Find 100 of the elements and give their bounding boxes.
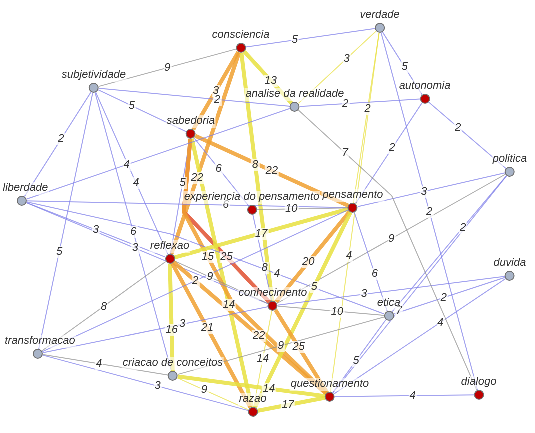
connector-line	[98, 90, 187, 132]
connector-line	[354, 212, 388, 312]
edge-label: 13	[264, 74, 278, 87]
connector-line	[168, 264, 175, 372]
edge-label: 9	[163, 62, 172, 74]
connector-line	[98, 88, 290, 107]
connector-line	[392, 175, 508, 313]
node-label: subjetividade	[60, 69, 128, 82]
edge-label: 5	[400, 61, 409, 74]
edge-label: 2	[364, 103, 372, 116]
edge-label: 5	[310, 280, 319, 293]
edge-label: 17	[254, 228, 269, 240]
edge-label: 5	[178, 176, 187, 189]
connector-line	[242, 50, 294, 105]
connector-line	[393, 277, 506, 315]
edge-label: 21	[200, 322, 215, 334]
node-label: transformacao	[4, 335, 76, 348]
edge-label: 3	[154, 380, 162, 392]
edge-label: 2	[459, 222, 468, 234]
edge-label: 14	[262, 382, 276, 395]
edge-label: 3	[360, 288, 368, 300]
connector-line	[334, 394, 474, 398]
edge-label: 6	[370, 268, 379, 280]
edge-label: 4	[436, 316, 445, 329]
edge-label: 5	[55, 246, 64, 258]
edge-label: 7	[341, 147, 350, 160]
edge-label: 9	[387, 233, 396, 245]
edge-label: 4	[132, 177, 140, 190]
connector-line	[26, 108, 291, 200]
edge-label: 17	[281, 399, 296, 412]
edge-label: 3	[92, 224, 100, 236]
connector-line	[256, 208, 348, 210]
connector-line	[170, 52, 242, 255]
connector-line	[42, 261, 166, 352]
edge-label: 14	[256, 353, 270, 365]
edge-label: 25	[220, 251, 234, 264]
edge-label: 2	[388, 142, 396, 154]
connector-line	[26, 202, 385, 315]
connector-line	[276, 174, 506, 304]
connector-line	[330, 32, 380, 392]
connector-line	[177, 378, 249, 410]
edge-label: 14	[222, 299, 236, 312]
edge-label: 2	[440, 292, 448, 304]
connector-line	[332, 320, 387, 394]
edge-label: 22	[190, 172, 204, 184]
edge-label: 5	[128, 100, 136, 112]
edge-label: 3	[342, 52, 351, 65]
connector-line	[240, 52, 274, 302]
connector-line	[192, 51, 240, 131]
edge-label: 2	[425, 206, 434, 218]
connector-line	[177, 316, 385, 376]
connector-line	[258, 396, 326, 413]
edge-label: 3	[131, 242, 140, 254]
edge-label: 5	[352, 354, 360, 367]
connector-line	[24, 92, 92, 198]
connector-line	[380, 32, 478, 391]
edge-label: 15	[200, 251, 216, 263]
edge-label: 25	[292, 341, 306, 354]
connector-line	[190, 138, 254, 408]
connector-line	[278, 276, 506, 306]
edge-label: 2	[454, 122, 462, 134]
edge-label: 9	[200, 384, 209, 396]
connector-line	[300, 98, 420, 108]
connector-line	[42, 210, 349, 352]
connector-line	[252, 214, 272, 302]
edge-label: 10	[284, 203, 299, 216]
connector-line	[194, 134, 350, 208]
edge-label: 4	[408, 390, 417, 402]
edge-label: 3	[178, 318, 187, 330]
connector-line	[26, 202, 269, 305]
connector-line	[42, 354, 169, 376]
node-label: sabedoria	[166, 115, 216, 128]
edge-label: 9	[276, 340, 286, 352]
connector-line	[170, 262, 252, 409]
node-label: reflexao	[149, 240, 191, 253]
connector-line	[298, 110, 478, 391]
connector-line	[174, 260, 269, 304]
connector-line	[42, 354, 249, 412]
connector-line	[428, 102, 507, 170]
edge-label: 6	[214, 162, 223, 175]
node-label: conhecimento	[238, 287, 308, 300]
edge-label: 20	[301, 256, 316, 268]
edge-label: 16	[164, 324, 179, 336]
connector-line	[382, 32, 423, 96]
connector-line	[274, 309, 329, 394]
connector-line	[172, 260, 328, 396]
node-label: criacao de conceitos	[122, 357, 224, 370]
connector-line	[38, 92, 94, 350]
edge-label: 2	[342, 98, 350, 110]
edge-label: 8	[251, 158, 260, 171]
edge-label: 2	[213, 94, 222, 106]
connector-line	[278, 306, 384, 316]
connector-line	[298, 30, 377, 104]
edge-label: 8	[260, 262, 269, 274]
node-label: autonomia	[398, 80, 452, 93]
edge-label: 5	[290, 34, 300, 46]
edge-label: 6	[222, 199, 230, 212]
connector-line	[253, 310, 273, 408]
node-label: pensamento	[322, 189, 384, 202]
connector-line	[194, 137, 250, 207]
